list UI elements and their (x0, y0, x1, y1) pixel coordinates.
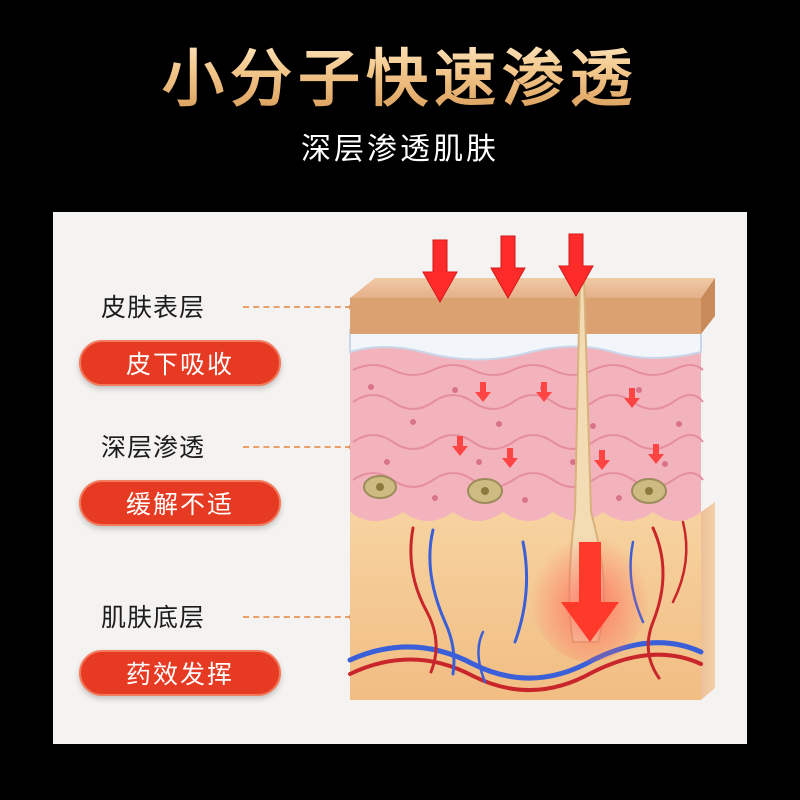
cell-nuclei (368, 384, 682, 503)
blood-vessels (347, 520, 704, 692)
layer-label-text: 皮肤表层 (101, 293, 206, 322)
skin-cross-section (347, 233, 715, 700)
down-arrow-icon (422, 233, 594, 304)
illustration-panel: 皮肤表层 皮下吸收 深层渗透 缓解不适 肌肤底层 药效发挥 (53, 212, 747, 744)
epidermis-side (701, 278, 715, 334)
headline: 小分子快速渗透 (0, 28, 800, 118)
subline: 深层渗透肌肤 (301, 132, 499, 167)
layer-label-deep: 深层渗透 缓解不适 (53, 428, 433, 538)
leader-line (243, 306, 351, 308)
cell-layer (350, 340, 701, 521)
epidermis-front (350, 298, 701, 334)
layer-badge: 药效发挥 (79, 650, 281, 696)
side-face (701, 502, 715, 700)
layer-badge: 缓解不适 (79, 480, 281, 526)
artery (348, 652, 703, 692)
layer-label-surface: 皮肤表层 皮下吸收 (53, 288, 433, 398)
membrane-band (349, 329, 702, 361)
leader-line (243, 446, 351, 448)
layer-label-text: 深层渗透 (101, 433, 206, 462)
layer-label-text: 肌肤底层 (101, 603, 206, 632)
vein (347, 640, 704, 681)
down-arrow-icon (561, 542, 619, 642)
special-cells (363, 475, 667, 504)
down-arrow-icon (452, 382, 664, 470)
layer-badge: 皮下吸收 (79, 340, 281, 386)
layer-label-base: 肌肤底层 药效发挥 (53, 598, 433, 708)
epidermis-top (350, 278, 715, 298)
leader-line (243, 616, 351, 618)
